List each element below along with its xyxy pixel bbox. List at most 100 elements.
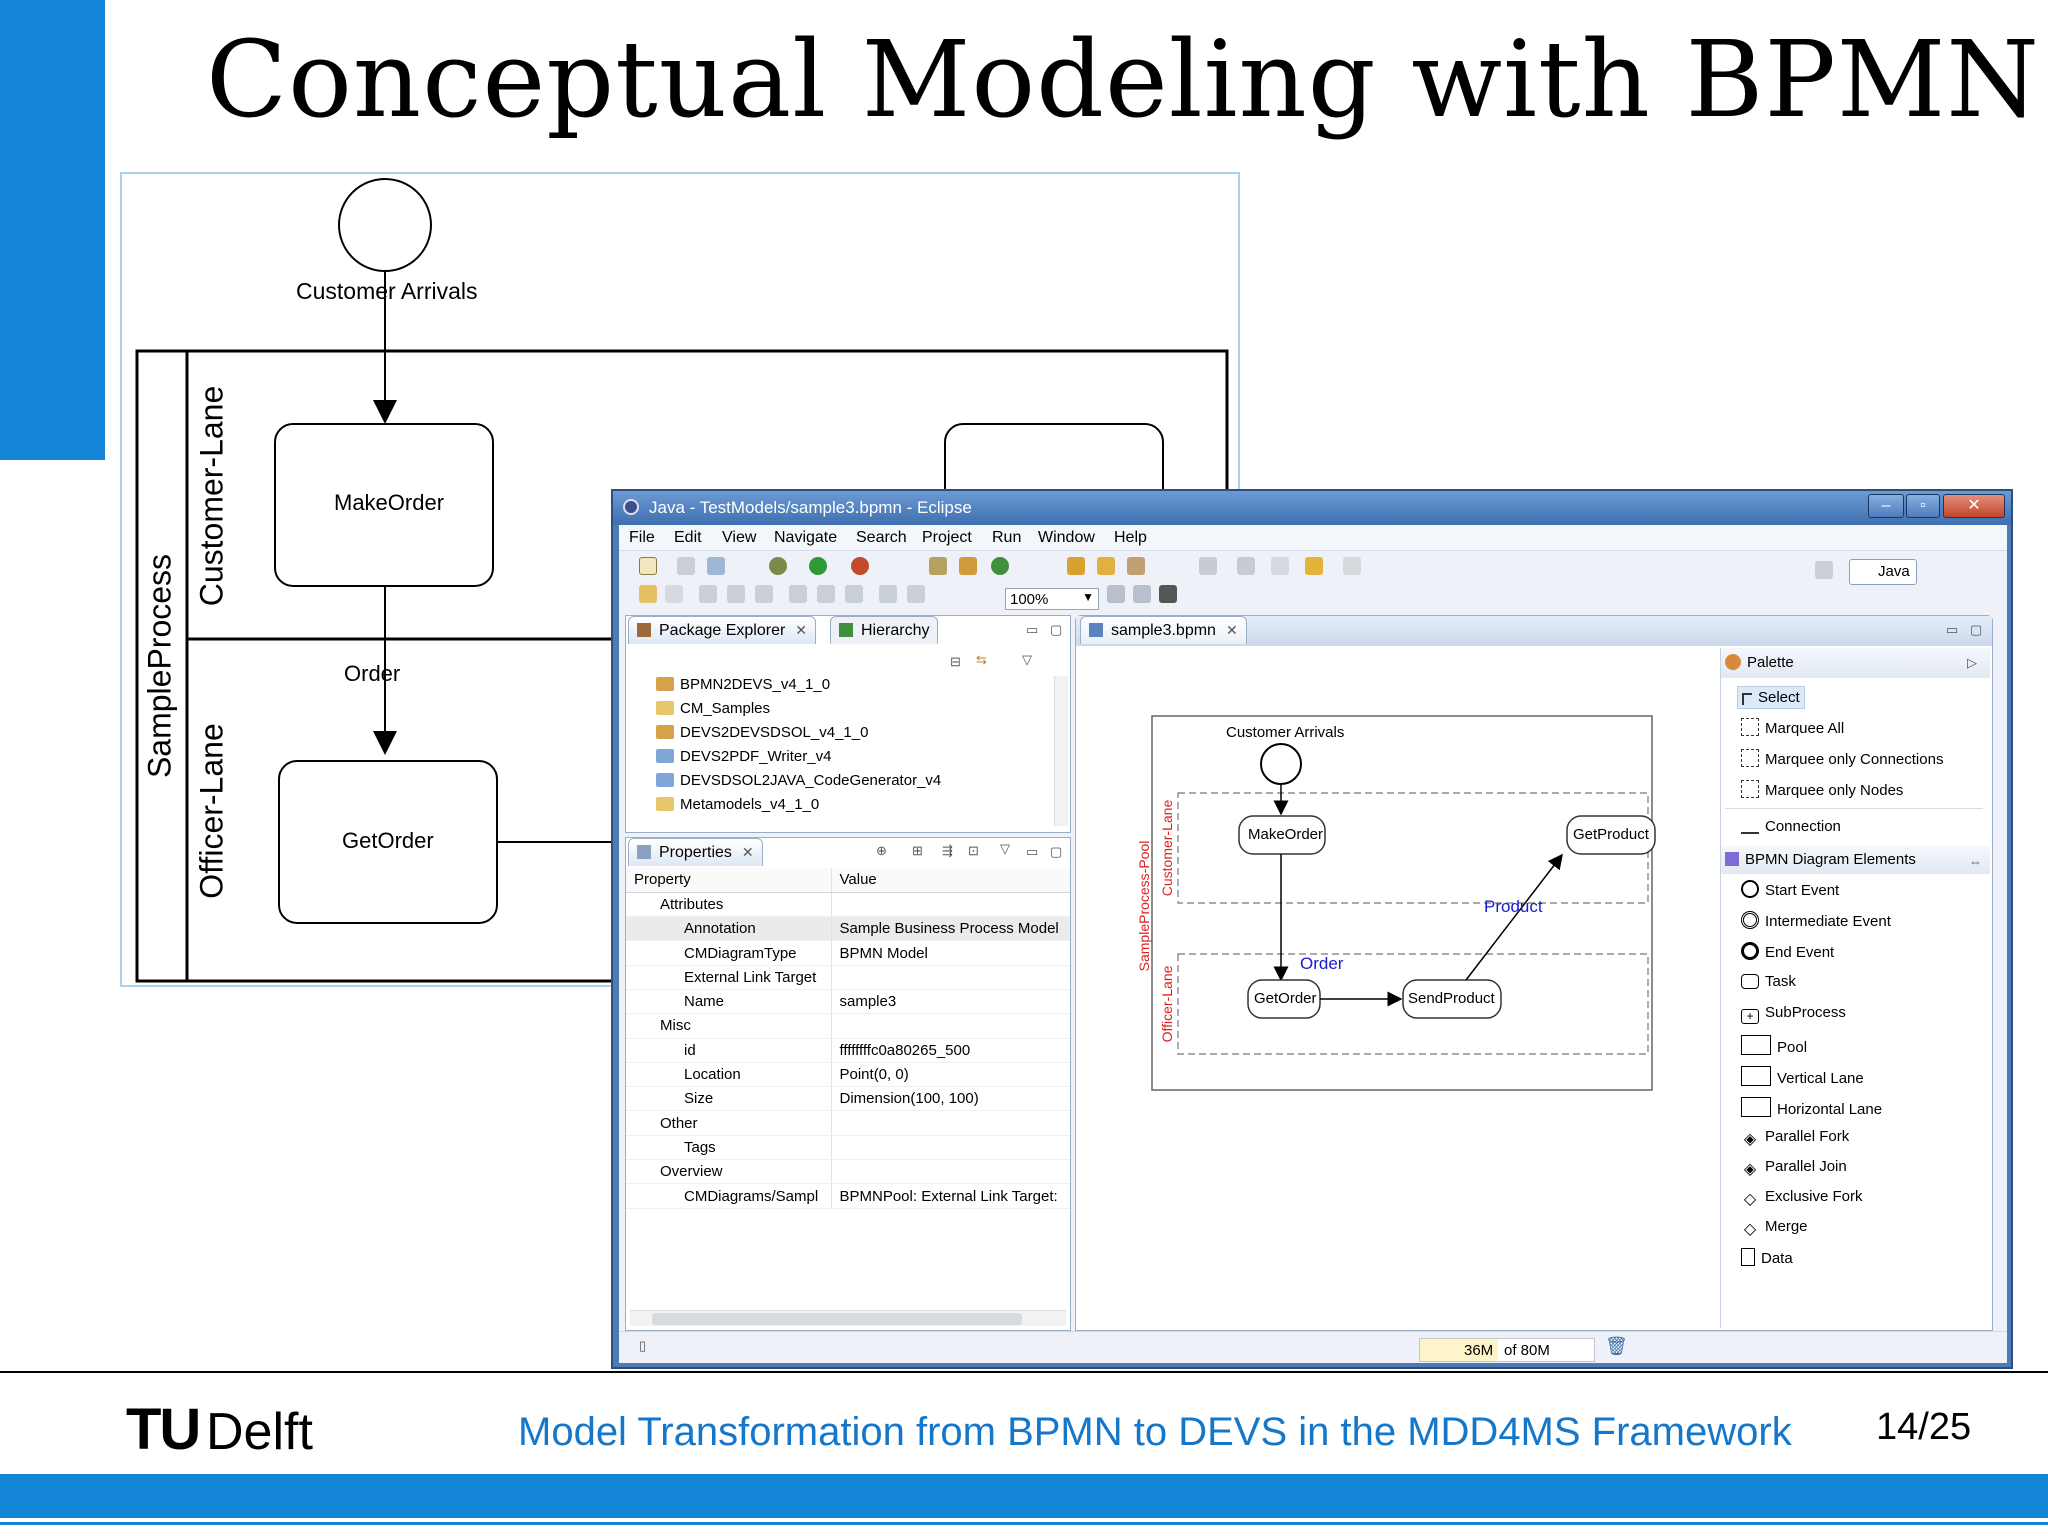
palette-item-exclusive-fork[interactable]: ◇Exclusive Fork xyxy=(1741,1188,1863,1209)
menu-file[interactable]: File xyxy=(629,529,655,546)
close-icon[interactable]: ✕ xyxy=(795,622,808,638)
open-type-icon[interactable] xyxy=(1067,557,1085,575)
align-right-icon[interactable] xyxy=(755,585,773,603)
menu-help[interactable]: Help xyxy=(1114,529,1147,546)
palette-item-end-event[interactable]: End Event xyxy=(1741,942,1834,961)
close-icon[interactable]: ✕ xyxy=(741,844,754,860)
palette-item-select[interactable]: Select xyxy=(1737,686,1805,709)
match-height-icon[interactable] xyxy=(907,585,925,603)
palette-item-horizontal-lane[interactable]: Horizontal Lane xyxy=(1741,1097,1882,1118)
palette-item-connection[interactable]: Connection xyxy=(1741,818,1841,835)
grid-icon[interactable] xyxy=(1107,585,1125,603)
new-icon[interactable] xyxy=(639,557,657,575)
close-icon[interactable]: ✕ xyxy=(1225,622,1238,638)
table-row[interactable]: Misc xyxy=(626,1013,1070,1039)
menu-search[interactable]: Search xyxy=(856,529,907,546)
view-menu-icon[interactable]: ▽ xyxy=(1022,652,1032,667)
collapse-palette-icon[interactable]: ▷ xyxy=(1967,655,1977,670)
palette-item-subprocess[interactable]: +SubProcess xyxy=(1741,1004,1846,1024)
column-header[interactable]: Value xyxy=(831,868,1070,893)
palette-item-vertical-lane[interactable]: Vertical Lane xyxy=(1741,1066,1864,1087)
table-row[interactable]: Overview xyxy=(626,1159,1070,1185)
tree-item[interactable]: DEVSDSOL2JAVA_CodeGenerator_v4 xyxy=(656,772,941,789)
open-perspective-icon[interactable] xyxy=(1815,561,1833,579)
scrollbar-thumb[interactable] xyxy=(652,1313,1022,1325)
tab-properties[interactable]: Properties✕ xyxy=(628,838,763,866)
column-header[interactable]: Property xyxy=(626,868,832,893)
open-folder-icon[interactable] xyxy=(1097,557,1115,575)
palette-item-marquee-nodes[interactable]: Marquee only Nodes xyxy=(1741,780,1903,799)
maximize-view-icon[interactable]: ▢ xyxy=(1050,622,1063,637)
redo-icon[interactable] xyxy=(665,585,683,603)
menu-project[interactable]: Project xyxy=(922,529,972,546)
palette-item-marquee-all[interactable]: Marquee All xyxy=(1741,718,1844,737)
menu-run[interactable]: Run xyxy=(992,529,1022,546)
print-icon[interactable] xyxy=(707,557,725,575)
palette-item-parallel-join[interactable]: ◈Parallel Join xyxy=(1741,1158,1847,1179)
snap-icon[interactable] xyxy=(1133,585,1151,603)
tree-item[interactable]: DEVS2DEVSDSOL_v4_1_0 xyxy=(656,724,868,741)
maximize-view-icon[interactable]: ▢ xyxy=(1970,622,1983,637)
menu-window[interactable]: Window xyxy=(1038,529,1095,546)
new-class-icon[interactable] xyxy=(959,557,977,575)
menu-view[interactable]: View xyxy=(722,529,757,546)
table-row[interactable]: External Link Target xyxy=(626,965,1070,990)
palette-item-marquee-connections[interactable]: Marquee only Connections xyxy=(1741,749,1943,768)
undo-icon[interactable] xyxy=(639,585,657,603)
tab-package-explorer[interactable]: Package Explorer✕ xyxy=(628,616,817,644)
palette-item-task[interactable]: Task xyxy=(1741,973,1796,990)
link-editor-icon[interactable]: ⇆ xyxy=(976,652,987,667)
horizontal-scrollbar[interactable] xyxy=(630,1310,1066,1326)
menu-navigate[interactable]: Navigate xyxy=(774,529,838,546)
back-icon[interactable] xyxy=(1305,557,1323,575)
align-bottom-icon[interactable] xyxy=(845,585,863,603)
next-annotation-icon[interactable] xyxy=(1199,557,1217,575)
palette-item-parallel-fork[interactable]: ◈Parallel Fork xyxy=(1741,1128,1849,1149)
minimize-view-icon[interactable]: ▭ xyxy=(1026,622,1039,637)
palette-item-start-event[interactable]: Start Event xyxy=(1741,880,1839,899)
external-tools-icon[interactable] xyxy=(851,557,869,575)
table-row[interactable]: Other xyxy=(626,1110,1070,1136)
tree-item[interactable]: DEVS2PDF_Writer_v4 xyxy=(656,748,831,765)
maximize-view-icon[interactable]: ▢ xyxy=(1050,844,1063,859)
pin-drawer-icon[interactable]: ⇔ xyxy=(1969,854,1982,869)
tree-item[interactable]: CM_Samples xyxy=(656,700,770,717)
window-titlebar[interactable]: Java - TestModels/sample3.bpmn - Eclipse… xyxy=(613,491,2011,525)
previous-annotation-icon[interactable] xyxy=(1237,557,1255,575)
align-middle-icon[interactable] xyxy=(817,585,835,603)
tab-sample3-bpmn[interactable]: sample3.bpmn✕ xyxy=(1080,616,1247,644)
perspective-java[interactable]: Java xyxy=(1849,559,1917,585)
diagram-canvas[interactable]: Customer Arrivals MakeOrder GetProduct G… xyxy=(1078,648,1718,1328)
heap-status[interactable]: 36M of 80M xyxy=(1419,1338,1595,1362)
palette-item-merge[interactable]: ◇Merge xyxy=(1741,1218,1808,1239)
align-top-icon[interactable] xyxy=(789,585,807,603)
minimize-view-icon[interactable]: ▭ xyxy=(1026,844,1039,859)
run-icon[interactable] xyxy=(809,557,827,575)
restore-default-icon[interactable]: ⊡ xyxy=(968,843,979,858)
table-row[interactable]: Tags xyxy=(626,1135,1070,1161)
debug-icon[interactable] xyxy=(769,557,787,575)
fast-view-icon[interactable]: ▯ xyxy=(639,1338,647,1353)
match-width-icon[interactable] xyxy=(879,585,897,603)
maximize-button[interactable]: ▫ xyxy=(1906,494,1940,518)
forward-icon[interactable] xyxy=(1343,557,1361,575)
search-icon[interactable] xyxy=(1127,557,1145,575)
pin-icon[interactable]: ⊕ xyxy=(876,843,887,858)
ruler-icon[interactable] xyxy=(1159,585,1177,603)
align-left-icon[interactable] xyxy=(699,585,717,603)
tree-item[interactable]: Metamodels_v4_1_0 xyxy=(656,796,819,813)
advanced-icon[interactable]: ⇶ xyxy=(942,843,953,858)
minimize-view-icon[interactable]: ▭ xyxy=(1946,622,1959,637)
table-row[interactable]: Attributes xyxy=(626,892,1070,918)
new-package-icon[interactable] xyxy=(929,557,947,575)
menu-edit[interactable]: Edit xyxy=(674,529,702,546)
save-icon[interactable] xyxy=(677,557,695,575)
align-center-icon[interactable] xyxy=(727,585,745,603)
refresh-icon[interactable] xyxy=(991,557,1009,575)
tab-hierarchy[interactable]: Hierarchy xyxy=(830,616,939,644)
